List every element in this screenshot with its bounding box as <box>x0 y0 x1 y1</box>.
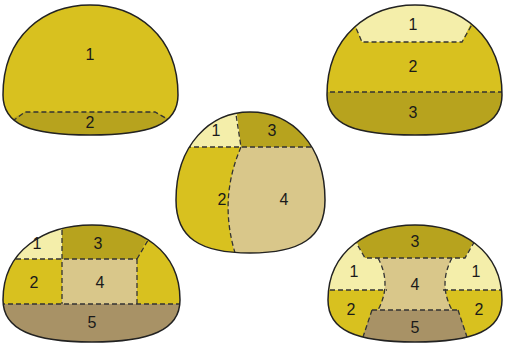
region-number: 2 <box>86 115 95 131</box>
region-number: 1 <box>33 236 42 252</box>
region-number: 2 <box>30 275 39 291</box>
region-number: 2 <box>409 59 418 75</box>
region-number: 1 <box>212 123 221 139</box>
region-number: 3 <box>94 236 103 252</box>
region-number: 2 <box>475 302 484 318</box>
region-number: 5 <box>411 320 420 336</box>
region-number: 5 <box>88 315 97 331</box>
region-number: 1 <box>86 47 95 63</box>
region-number: 2 <box>218 192 227 208</box>
region-number: 1 <box>472 264 481 280</box>
region-number: 4 <box>96 275 105 291</box>
region-number: 1 <box>409 17 418 33</box>
region-number: 1 <box>350 264 359 280</box>
region-number: 4 <box>280 192 289 208</box>
region-number: 4 <box>411 277 420 293</box>
region-number: 3 <box>268 123 277 139</box>
region-number: 3 <box>411 234 420 250</box>
region-number: 3 <box>409 105 418 121</box>
region-number: 2 <box>347 302 356 318</box>
